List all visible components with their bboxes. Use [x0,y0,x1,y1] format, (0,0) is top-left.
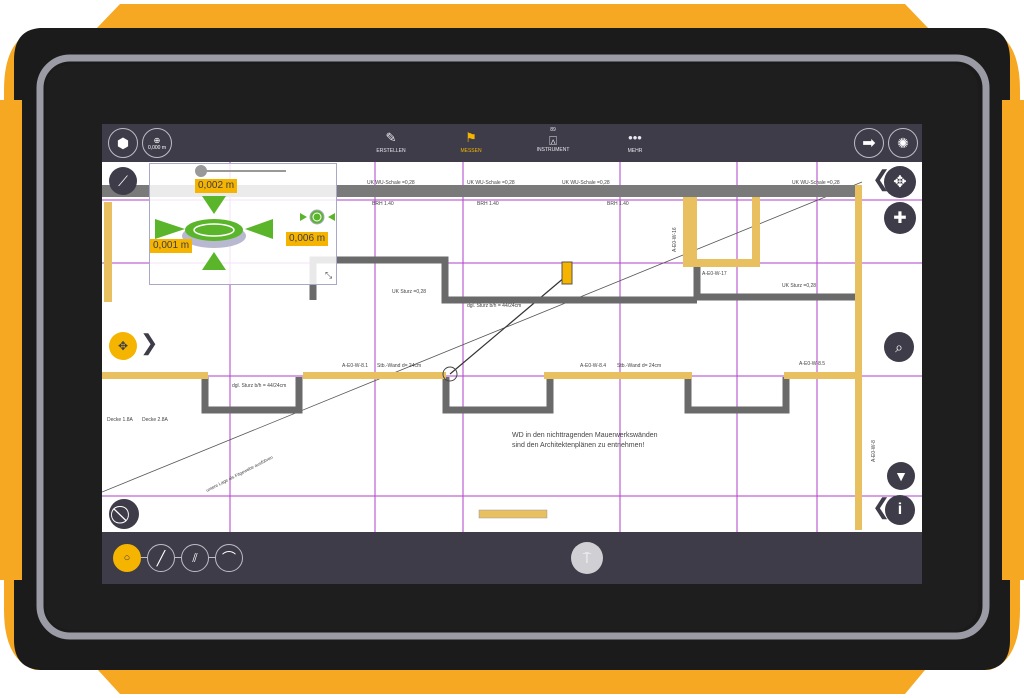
svg-text:A-E0-W-17: A-E0-W-17 [702,271,727,277]
collapse-icon[interactable]: ⤡ [325,270,333,280]
bottom-toolbar: ○ ╱ ⫽ ⌒ ⍑ [102,532,922,584]
measure-tape-button[interactable]: ⟋ [109,167,137,195]
tab-messen[interactable]: ⚑MESSEN [441,130,501,154]
point-icon: ○ [123,552,131,564]
laser-button[interactable]: ✺ [888,128,918,158]
note-line-1: WD in den nichttragenden Mauerwerkswände… [512,432,658,439]
expand-left-chevron-icon[interactable]: ❯ [140,330,159,355]
svg-text:BRH 1.40: BRH 1.40 [477,201,499,207]
info-button[interactable]: i [885,495,915,525]
crosshair-icon: ✥ [117,339,129,353]
cancel-button[interactable]: ⃠ [109,499,139,529]
svg-text:UK Sturz =0,28: UK Sturz =0,28 [392,289,426,295]
parallel-lines-icon: ⫽ [192,550,198,565]
sensitivity-slider[interactable] [196,170,286,172]
arc-tool-button[interactable]: ⌒ [215,544,243,572]
wall-label-a-e0-w-8: A-E0-W-8 [871,440,877,462]
flag-icon: ⚑ [465,130,477,145]
svg-text:UK WU-Schale =0,28: UK WU-Schale =0,28 [367,180,415,186]
total-station-marker [561,261,573,285]
arc-icon: ⌒ [222,550,236,566]
ruler-icon: ⟋ [118,172,128,189]
zoom-extent-button[interactable]: ✚ [884,202,916,234]
tilt-button[interactable]: ⊕0,000 m [142,128,172,158]
svg-text:dgl. Sturz b/h = 44/24cm: dgl. Sturz b/h = 44/24cm [232,383,286,389]
svg-text:A-E0-W-8.4: A-E0-W-8.4 [580,363,606,369]
3d-view-button[interactable]: ⬢ [108,128,138,158]
prism-pole-icon: ⍑ [582,549,592,566]
note-line-2: sind den Architektenplänen zu entnehmen! [512,442,644,449]
filter-icon: ▼ [894,468,908,484]
slider-handle[interactable] [195,165,207,177]
laser-icon: ✺ [897,134,909,151]
tab-instrument[interactable]: 89⍓INSTRUMENT [523,127,583,153]
filter-button[interactable]: ▼ [887,462,915,490]
svg-text:UK WU-Schale =0,28: UK WU-Schale =0,28 [792,180,840,186]
tab-mehr[interactable]: •••MEHR [605,130,665,154]
svg-text:BRH 1.40: BRH 1.40 [607,201,629,207]
svg-text:UK Sturz =0,28: UK Sturz =0,28 [782,283,816,289]
svg-text:A-E0-W-8.1: A-E0-W-8.1 [342,363,368,369]
right-offset-label: 0,006 m [286,232,329,246]
more-icon: ••• [628,130,642,145]
tab-erstellen[interactable]: ✎ERSTELLEN [361,130,421,154]
measure-button[interactable]: ⍑ [571,542,603,574]
arrow-right-icon: ➡ [862,135,876,152]
svg-text:BRH 1.40: BRH 1.40 [372,201,394,207]
battery-badge: 89 [550,127,556,133]
pan-button[interactable]: ✥ [884,166,916,198]
line-tool-button[interactable]: ╱ [147,544,175,572]
top-toolbar: ⬢ ⊕0,000 m ✎ERSTELLEN ⚑MESSEN 89⍓INSTRUM… [102,124,922,162]
line-icon: ╱ [156,549,166,566]
point-tool-button[interactable]: ○ [113,544,141,572]
svg-text:Stb.-Wand d= 24cm: Stb.-Wand d= 24cm [617,363,661,369]
move-arrows-icon: ✥ [893,174,907,191]
svg-text:UK WU-Schale =0,28: UK WU-Schale =0,28 [467,180,515,186]
diagonal-note: untere Lage als Fitgewebe ausführen [205,454,274,492]
left-offset-label: 0,001 m [150,239,193,253]
svg-text:Stb.-Wand d= 24cm: Stb.-Wand d= 24cm [377,363,421,369]
svg-text:dgl. Sturz b/h = 44/24cm: dgl. Sturz b/h = 44/24cm [467,303,521,309]
svg-text:UK WU-Schale =0,28: UK WU-Schale =0,28 [562,180,610,186]
magnifier-icon: ⌕ [895,338,903,355]
level-arrows-icon [155,196,335,270]
wall-label-a-e0-w-16: A-E0-W-16 [672,227,678,252]
zoom-button[interactable]: ⌕ [884,332,914,362]
svg-text:Decke 2.8A: Decke 2.8A [142,417,169,423]
svg-text:A-E0-W-8.5: A-E0-W-8.5 [799,361,825,367]
tilt-icon: ⊕ [153,135,161,145]
parallel-line-tool-button[interactable]: ⫽ [181,544,209,572]
next-button[interactable]: ➡ [854,128,884,158]
up-offset-label: 0,002 m [195,179,238,193]
app-screen: UK WU-Schale =0,28 UK WU-Schale =0,28 UK… [102,124,922,584]
cube-icon: ⬢ [116,134,130,151]
total-station-icon: ⍓ [549,133,557,148]
svg-text:Decke 1.8A: Decke 1.8A [107,417,134,423]
center-instrument-button[interactable]: ✥ [109,332,137,360]
info-icon: i [897,501,903,518]
pencil-icon: ✎ [385,130,397,145]
level-bubble-panel: 0,002 m 0,001 m 0,006 m ⤡ [149,163,337,285]
crosshair-icon: ✚ [893,210,907,227]
